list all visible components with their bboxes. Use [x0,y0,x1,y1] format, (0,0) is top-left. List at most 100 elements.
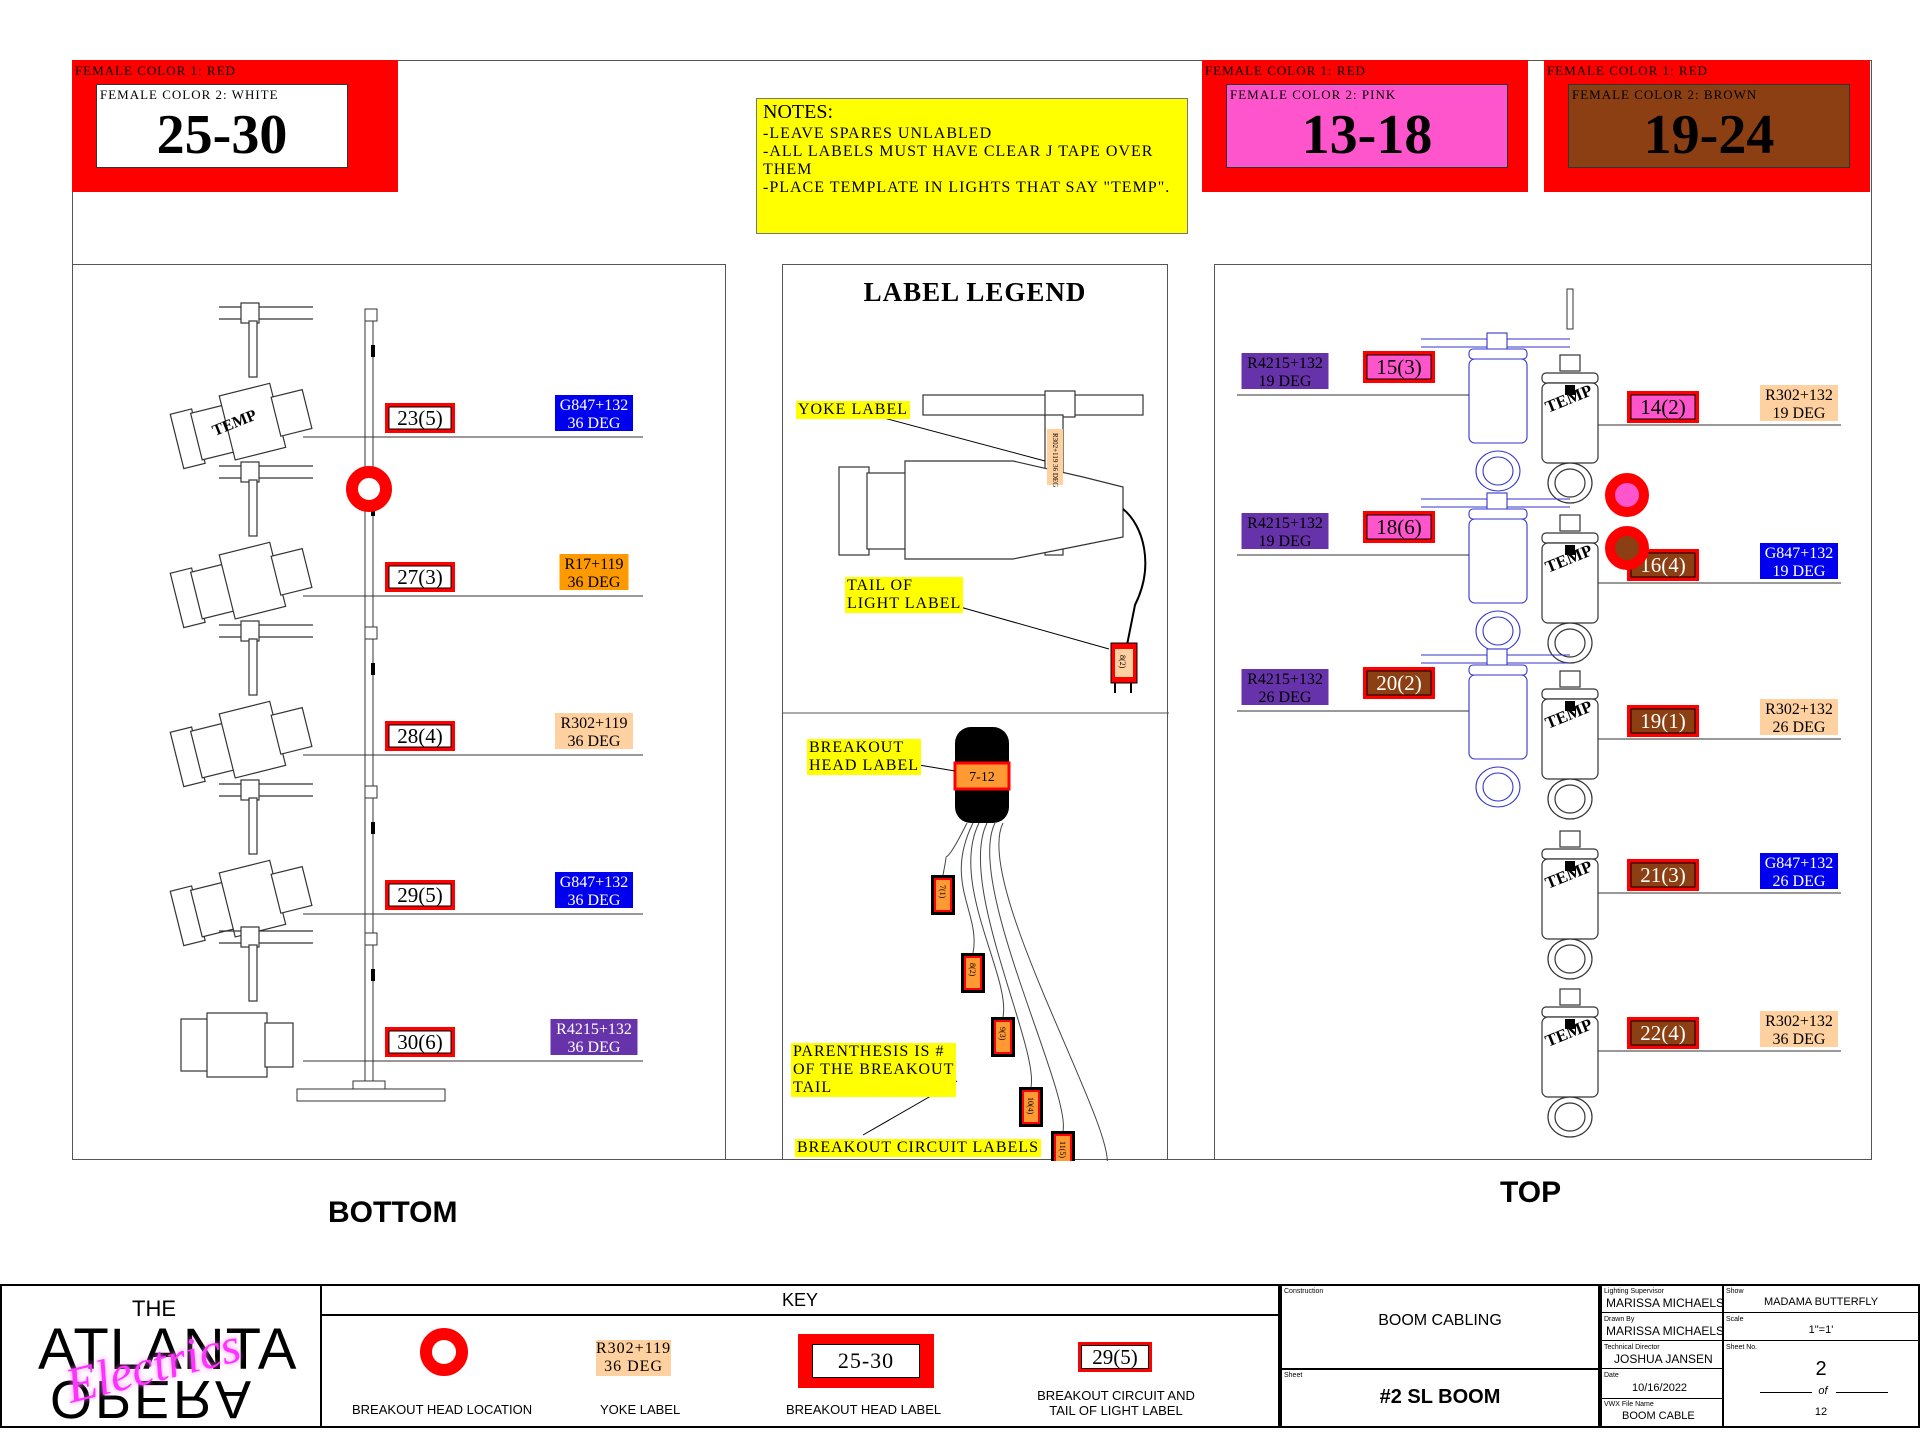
side-body [1468,358,1528,444]
yoke-label-bg [1241,513,1329,549]
yoke-label-line: G847+132 [1765,545,1834,562]
fixture-rear [270,547,313,596]
yoke-label-line: R4215+132 [1247,515,1323,532]
breakout-tail-label-inner [1022,1090,1040,1124]
show-row-divider [1722,1340,1920,1341]
circuit-label-text: 20(2) [1376,671,1422,695]
yoke-label-line: 36 DEG [568,892,621,909]
yoke-label-line: R17+119 [564,556,623,573]
female-color-1: FEMALE COLOR 1: RED [75,63,236,78]
breakout-head-label-13-18: FEMALE COLOR 1: RED FEMALE COLOR 2: PINK… [1202,60,1528,192]
yoke-label-line: 36 DEG [568,733,621,750]
yoke-label-bg [1760,385,1838,421]
yoke-label-line: 36 DEG [568,1039,621,1056]
yoke-label-line: R4215+132 [1247,671,1323,688]
top-view-fixture [1541,670,1599,820]
yoke-label-line: 19 DEG [1773,405,1826,422]
clamp-block [1565,545,1575,555]
fixture-body [206,1012,268,1078]
side-body [1468,518,1528,604]
legend-breakout-head-band [953,761,1011,791]
vwx-value: BOOM CABLE [1622,1410,1695,1422]
fixture-rear [270,865,313,914]
top-title: TOP [1500,1176,1562,1209]
yoke-bar [1541,372,1599,384]
drawn-caption: Drawn By [1604,1316,1635,1323]
fixture-rear [270,706,313,755]
top-view-fixture [1541,514,1599,664]
legend-arrow-yoke [864,412,1046,462]
circuit-label-text: 15(3) [1376,355,1422,379]
legend-drawing: R302+119 36 DEG8(2)7-127(1)8(2)9(3)10(4)… [783,390,1169,1161]
key-section [320,1284,1280,1428]
key-circuit-sample-text: 29(5) [1081,1345,1149,1369]
td-caption: Technical Director [1604,1344,1660,1351]
yoke-label-bg [555,395,633,431]
key-circuit-label: BREAKOUT CIRCUIT AND TAIL OF LIGHT LABEL [1024,1388,1208,1418]
fixture-tilted [169,700,313,788]
c-clamp [240,302,260,324]
breakout-head-location-icon [420,1328,468,1376]
yoke-label-bg [555,713,633,749]
circuit-label-fill [1630,394,1696,420]
circuit-label: 30(6) [385,1027,455,1057]
circuit-label-text: 19(1) [1640,709,1686,733]
breakout-range: 13-18 [1301,104,1433,166]
yoke-label-line: R302+132 [1765,701,1833,718]
legend-tail-label-inner [1115,649,1133,677]
yoke-label-bg [1241,353,1329,389]
sheet-cell [1280,1368,1600,1428]
note-line: -ALL LABELS MUST HAVE CLEAR J TAPE OVER … [763,143,1154,178]
yoke-label-line: R302+132 [1765,1013,1833,1030]
yoke-label-line: G847+132 [1765,855,1834,872]
date-value: 10/16/2022 [1632,1382,1688,1394]
breakout-tail-label-text: 7(1) [938,885,947,899]
yoke-bar [1541,1006,1599,1018]
top-view-side-fixture [1421,332,1570,492]
circuit-label-text: 27(3) [397,565,443,589]
female-color-1: FEMALE COLOR 1: RED [1547,63,1708,78]
key-circuit-line: BREAKOUT CIRCUIT AND [1037,1388,1195,1403]
circuit-label: 29(5) [385,880,455,910]
pipe-clamp [364,785,378,799]
key-head-sample: 25-30 [798,1334,934,1388]
side-yoke [1468,348,1528,360]
yoke-label-bg [1760,853,1838,889]
key-yoke-line: R302+119 [596,1340,672,1357]
yoke-arm [248,479,258,537]
sheet-total: 12 [1814,1406,1828,1418]
breakout-head-label-25-30: FEMALE COLOR 1: RED FEMALE COLOR 2: WHIT… [72,60,398,192]
yoke-label-bg [555,872,633,908]
yoke-label-line: 26 DEG [1773,719,1826,736]
circuit-label-text: 22(4) [1640,1021,1686,1045]
note-line: -LEAVE SPARES UNLABLED [763,125,993,142]
circuit-label: 28(4) [385,721,455,751]
key-title: KEY [781,1290,819,1310]
circuit-label-fill [1366,354,1432,380]
yoke-label-line: R302+132 [1765,387,1833,404]
sheet-caption: Sheet [1284,1372,1303,1379]
drawn-value: MARISSA MICHAELS [1606,1324,1725,1338]
ls-value: MARISSA MICHAELS [1606,1296,1725,1310]
key-head-sample-text: 25-30 [812,1344,920,1378]
vwx-caption: VWX File Name [1604,1401,1654,1408]
side-view-fixture [169,620,313,788]
legend-paren-line: PARENTHESIS IS # [793,1043,945,1060]
yoke-label-line: 36 DEG [568,415,621,432]
clamp-block [371,345,375,357]
top-view-side-fixture [1421,648,1570,808]
yoke-bar [1541,848,1599,860]
circuit-label-fill [388,724,452,748]
breakout-head-label-19-24: FEMALE COLOR 1: RED FEMALE COLOR 2: BROW… [1544,60,1870,192]
boom-pipe-top [1566,288,1574,330]
note-line: -PLACE TEMPLATE IN LIGHTS THAT SAY "TEMP… [763,179,1171,196]
legend-title: LABEL LEGEND [863,277,1087,307]
legend-bh-line: HEAD LABEL [809,757,919,774]
legend-pipe [922,394,1144,416]
scale-caption: Scale [1726,1316,1744,1323]
